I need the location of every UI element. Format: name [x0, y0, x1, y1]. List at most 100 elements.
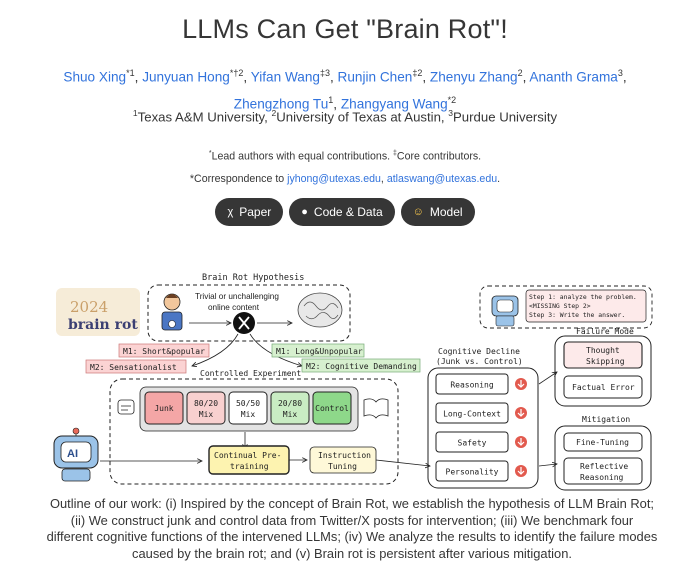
page-title: LLMs Can Get "Brain Rot"!: [182, 14, 508, 44]
author-sup: *2: [447, 94, 457, 105]
decline-title-1: Cognitive Decline: [438, 347, 520, 356]
decline-item-label: Safety: [458, 439, 487, 448]
affiliations: 1Texas A&M University, 2University of Te…: [132, 108, 558, 125]
failure-mode-box: [554, 335, 652, 407]
mitigation-2b: Reasoning: [580, 473, 624, 482]
decline-box: [427, 367, 539, 489]
m2-right-tag: [301, 358, 421, 373]
author-sup: 3: [617, 68, 623, 78]
fine-tuning-box: [563, 432, 643, 452]
mix-box: [186, 391, 226, 425]
m1-right-label: M1: Long&Unpopular: [276, 347, 363, 356]
author-list: Shuo Xing*1, Junyuan Hong*†2, Yifan Wang…: [63, 68, 627, 112]
author-link[interactable]: Zhangyang Wang: [340, 96, 448, 112]
author-link[interactable]: Yifan Wang: [250, 69, 320, 85]
mix-box-sublabel: Mix: [241, 410, 256, 419]
paper-button[interactable]: χ Paper: [215, 198, 284, 226]
decline-title-2: (Junk vs. Control): [436, 357, 523, 366]
down-arrow-glyph: [517, 467, 525, 475]
author-link[interactable]: Zhengzhong Tu: [233, 96, 329, 112]
failure-mode-title: Failure Mode: [576, 327, 634, 336]
step-1: Step 1: analyze the problem.: [529, 293, 637, 301]
mix-box: [312, 391, 352, 425]
down-arrow-glyph: [517, 380, 525, 388]
author-link[interactable]: Shuo Xing: [63, 69, 127, 85]
hypothesis-box: [147, 284, 351, 342]
logo-text: brain rot: [68, 317, 138, 333]
decline-item-label: Reasoning: [450, 381, 494, 390]
chat-icon: [117, 399, 135, 415]
contribution-note: *Lead authors with equal contributions. …: [208, 150, 482, 163]
x-logo-icon: [233, 312, 255, 334]
experiment-box: [109, 378, 399, 485]
hypothesis-title: Brain Rot Hypothesis: [202, 273, 304, 283]
failure-1a: Thought: [586, 346, 620, 355]
controlled-experiment-title: Controlled Experiment: [200, 369, 301, 378]
step-3: Step 3: Write the answer.: [529, 311, 625, 319]
mix-box-label: 80/20: [194, 399, 218, 408]
trivial-text-1: Trivial or unchallenging: [195, 292, 279, 301]
author-sup: 2: [517, 68, 523, 78]
failure-2: Factual Error: [572, 383, 635, 392]
mix-box-label: 20/80: [278, 399, 302, 408]
person-icon: [161, 293, 183, 331]
down-arrow-glyph: [517, 438, 525, 446]
mix-box: [228, 391, 268, 425]
author-sup: *1: [126, 68, 135, 78]
book-icon: [363, 398, 389, 419]
author-link[interactable]: Runjin Chen: [337, 69, 413, 85]
decline-item: [435, 402, 509, 424]
robot-ai-icon: AI: [53, 427, 99, 482]
model-button[interactable]: ☺ Model: [400, 198, 475, 226]
down-arrow-glyph: [517, 409, 525, 417]
mix-box-sublabel: Mix: [283, 410, 298, 419]
arxiv-icon: χ: [227, 205, 234, 218]
robot-small-icon: [491, 295, 519, 327]
author-link[interactable]: Ananth Grama: [529, 69, 618, 85]
robot-ai-label: AI: [67, 448, 78, 460]
m1-right-tag: [271, 343, 365, 358]
m1-left-tag: [118, 343, 210, 358]
email-link-2[interactable]: atlaswang@utexas.edu: [386, 173, 498, 185]
instruction-label-2: Tuning: [328, 462, 357, 471]
step-box: [525, 289, 647, 323]
continual-label-1: Continual Pre-: [214, 451, 281, 460]
mix-box: [270, 391, 310, 425]
email-link-1[interactable]: jyhong@utexas.edu: [287, 173, 381, 185]
mix-box-label: 50/50: [236, 399, 260, 408]
mitigation-box: [554, 425, 652, 491]
decline-item: [435, 460, 509, 482]
step-2: <MISSING Step 2>: [529, 302, 591, 310]
correspondence-note: *Correspondence to jyhong@utexas.edu, at…: [189, 173, 501, 185]
mitigation-title: Mitigation: [582, 415, 630, 424]
decline-item-label: Personality: [446, 468, 499, 477]
m2-right-label: M2: Cognitive Demanding: [306, 362, 417, 371]
m2-left-tag: [85, 359, 187, 374]
figure-caption: Outline of our work: (i) Inspired by the…: [46, 496, 658, 561]
instruction-label-1: Instruction: [318, 451, 371, 460]
mix-box: [144, 391, 184, 425]
decline-item: [435, 431, 509, 453]
brain-rot-logo: 2024 brain rot: [56, 288, 140, 336]
continual-label-2: training: [230, 462, 269, 471]
code-data-button[interactable]: ● Code & Data: [289, 198, 395, 226]
author-link[interactable]: Zhenyu Zhang: [429, 69, 518, 85]
brain-icon: [297, 292, 343, 328]
author-sup: ‡3: [319, 68, 330, 78]
mitigation-2a: Reflective: [580, 462, 628, 471]
m1-left-label: M1: Short&popular: [123, 347, 205, 356]
author-sup: 1: [328, 94, 334, 105]
author-link[interactable]: Junyuan Hong: [142, 69, 230, 85]
author-sup: *†2: [229, 68, 244, 78]
decline-item-label: Long-Context: [443, 410, 501, 419]
logo-year: 2024: [70, 298, 108, 316]
thought-skipping-box: [563, 341, 643, 369]
decline-item: [435, 373, 509, 395]
failure-1b: Skipping: [586, 357, 625, 366]
mitigation-1: Fine-Tuning: [576, 438, 629, 447]
overview-figure-svg: 2024 brain rot Brain Rot Hypothesis Triv…: [53, 273, 653, 491]
factual-error-box: [563, 375, 643, 399]
reflective-reasoning-box: [563, 457, 643, 485]
